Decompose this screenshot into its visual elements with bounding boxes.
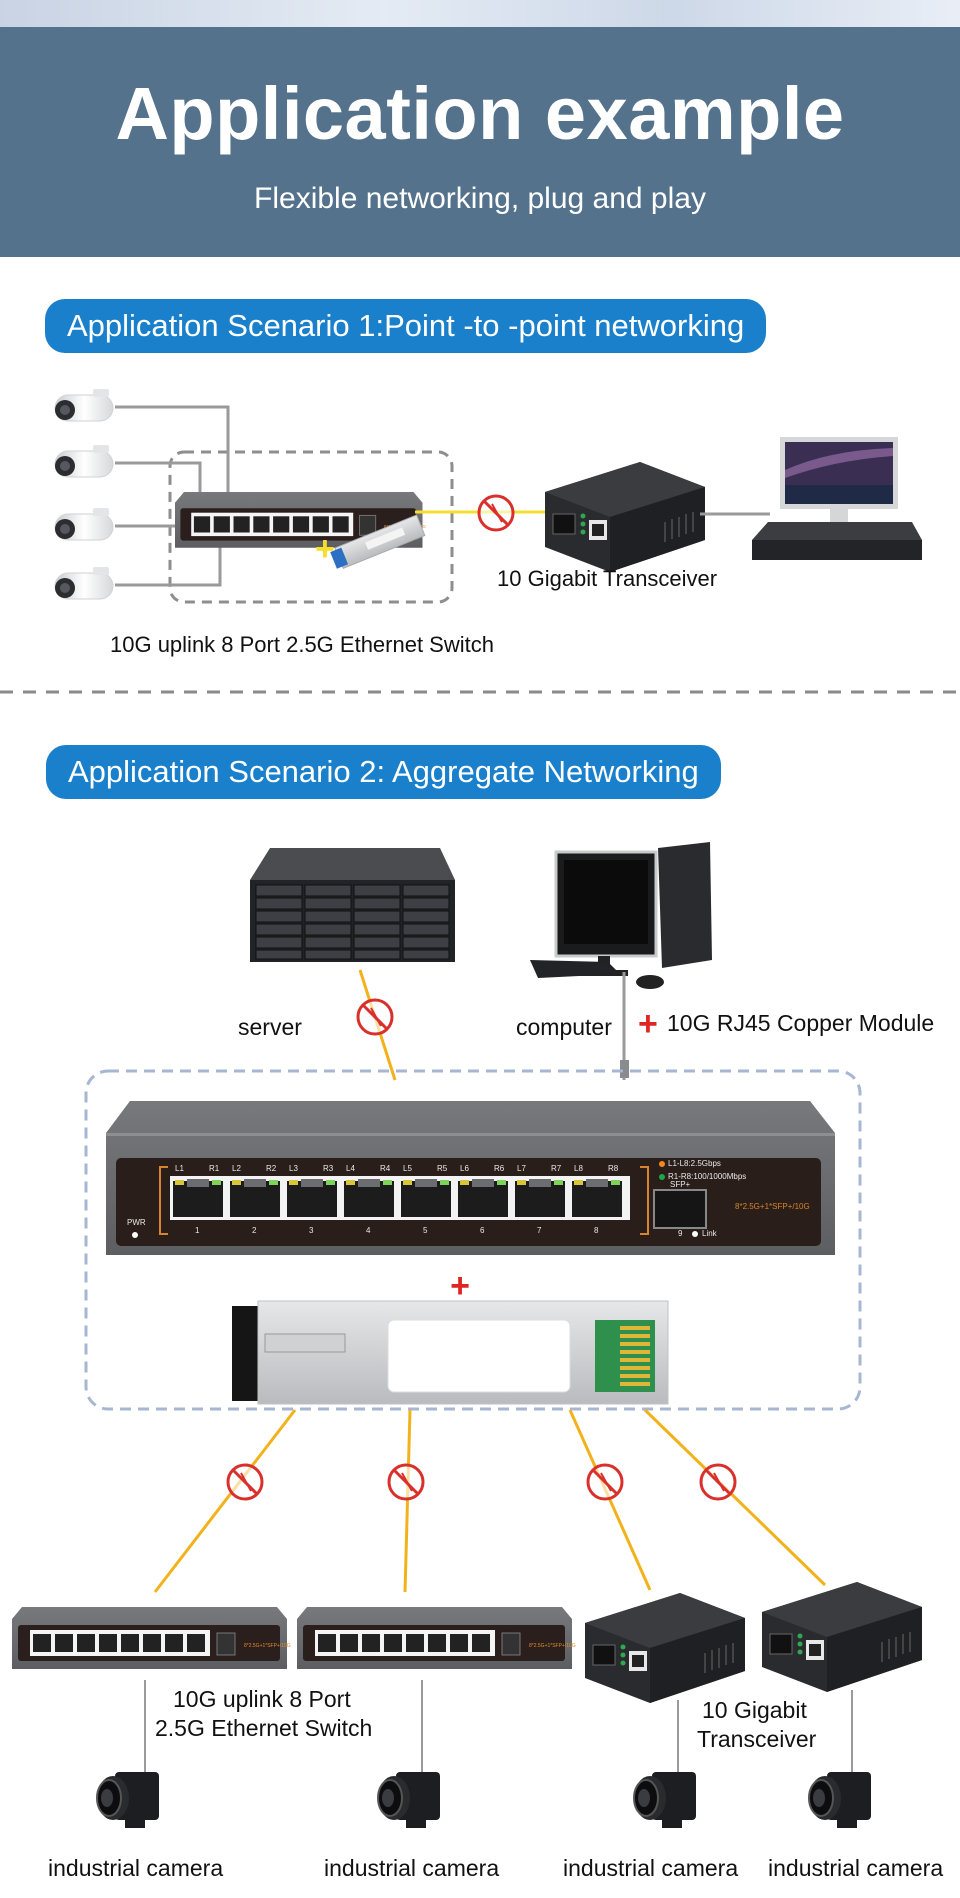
fiber-icon — [699, 1463, 737, 1501]
plus-yellow-icon: + — [315, 530, 335, 568]
rj45-port — [401, 1179, 451, 1217]
bottom-switch-caption-line1: 10G uplink 8 Port — [173, 1686, 351, 1712]
fiber-icon — [387, 1463, 425, 1501]
scenario1-title: Application Scenario 1:Point -to -point … — [45, 299, 767, 353]
scenario2-diagram: + — [11, 842, 923, 1829]
rj45-port — [344, 1179, 394, 1217]
media-converter-icon — [584, 1592, 746, 1704]
computer-label: computer — [516, 1014, 612, 1040]
camera-cables — [144, 1680, 853, 1772]
transceiver-caption: 10 Gigabit Transceiver — [497, 566, 718, 591]
main-switch-device — [106, 1101, 835, 1255]
camera-icon — [54, 566, 114, 600]
sfp-module-icon — [330, 514, 426, 570]
page-title: Application example — [115, 72, 845, 155]
nvr-monitor-icon — [752, 437, 922, 560]
rj45-port — [458, 1179, 508, 1217]
camera-label: industrial camera — [563, 1855, 739, 1881]
bottom-switch-caption-line2: 2.5G Ethernet Switch — [155, 1715, 373, 1741]
camera-icon — [54, 444, 114, 478]
plus-red-icon: + — [450, 1267, 470, 1305]
access-switch-icon — [296, 1606, 577, 1670]
rj45-port — [287, 1179, 337, 1217]
fiber-icon — [356, 998, 394, 1036]
aggregation-dashed-box — [84, 1069, 862, 1411]
industrial-camera-icon — [377, 1771, 441, 1829]
industrial-camera-icon — [633, 1771, 697, 1829]
plus-red-icon: + — [638, 1005, 658, 1043]
camera-label: industrial camera — [324, 1855, 500, 1881]
fiber-links-bottom — [153, 1408, 827, 1593]
sfp-module-icon — [232, 1300, 669, 1405]
fiber-icon — [477, 494, 515, 532]
scenario1-diagram: + — [0, 388, 960, 694]
rj45-port — [173, 1179, 223, 1217]
media-converter-icon — [761, 1581, 923, 1693]
top-background-strip — [0, 0, 960, 27]
rj45-port — [515, 1179, 565, 1217]
industrial-camera-icon — [96, 1771, 160, 1829]
server-label: server — [238, 1014, 302, 1040]
media-converter-icon — [544, 461, 706, 573]
switch-caption: 10G uplink 8 Port 2.5G Ethernet Switch — [110, 632, 494, 657]
industrial-camera-icon — [808, 1771, 872, 1829]
camera-label: industrial camera — [48, 1855, 224, 1881]
rj45-port — [230, 1179, 280, 1217]
fiber-icon — [226, 1463, 264, 1501]
rj45-port — [572, 1179, 622, 1217]
header-banner: Application example Flexible networking,… — [0, 27, 960, 257]
copper-module-label: 10G RJ45 Copper Module — [667, 1010, 935, 1036]
computer-icon — [530, 842, 712, 989]
bottom-transceiver-caption-line2: Transceiver — [697, 1726, 817, 1752]
access-switch-icon — [11, 1606, 292, 1670]
camera-label: industrial camera — [768, 1855, 944, 1881]
camera-icon — [54, 507, 114, 541]
scenario2-title: Application Scenario 2: Aggregate Networ… — [46, 745, 721, 799]
page-subtitle: Flexible networking, plug and play — [254, 182, 706, 215]
fiber-icon — [586, 1463, 624, 1501]
camera-icon — [54, 388, 114, 422]
bottom-transceiver-caption-line1: 10 Gigabit — [702, 1697, 807, 1723]
server-icon — [250, 848, 455, 962]
